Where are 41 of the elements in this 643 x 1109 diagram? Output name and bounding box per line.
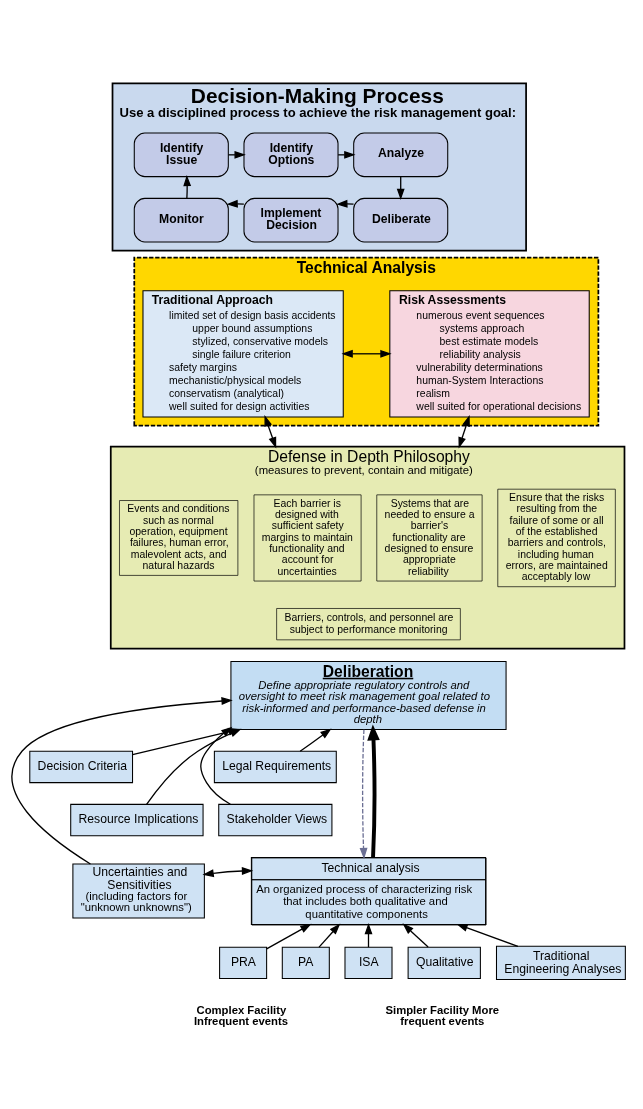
node-box: Events and conditions such as normal operation, equipment failures, human error, malevolent acts, and natural hazards <box>119 500 239 576</box>
node-box: Uncertainties and Sensitivities (including factors for "unknown unknowns") <box>72 863 205 919</box>
node-box: Stakeholder Views <box>218 803 333 837</box>
arrow <box>183 174 192 199</box>
arrow <box>226 199 245 208</box>
node-box: PA <box>281 946 330 980</box>
arrow <box>336 199 355 208</box>
node-box: Analyze <box>353 132 449 178</box>
node-box: Barriers, controls, and personnel are subject to performance monitoring <box>276 608 461 641</box>
arrow <box>202 867 254 878</box>
arrow <box>318 923 341 948</box>
node-box: Identify Options <box>243 132 339 178</box>
arrow <box>266 923 312 950</box>
node-box: PRA <box>219 946 268 980</box>
node-box: Traditional Approach limited set of design basis accidents upper bound assumptions stylized, conservative models single failure criterion safety margins mechanistic/physical models conservatism (analytical) well suited for design activities <box>142 290 344 418</box>
arrow <box>367 724 380 858</box>
node-box: Decision Criteria <box>29 750 134 784</box>
arrow <box>456 923 519 947</box>
node-box: Monitor <box>133 197 229 243</box>
arrow <box>341 349 392 358</box>
label: Simpler Facility More frequent events <box>385 1003 500 1028</box>
node-box: Qualitative <box>407 946 481 980</box>
arrow <box>200 726 233 805</box>
node-box: Each barrier is designed with sufficient safety margins to maintain functionality and account for uncertainties <box>253 494 362 582</box>
label: Complex Facility Infrequent events <box>193 1003 289 1028</box>
arrow <box>264 415 277 449</box>
node-box: Implement Decision <box>243 197 339 243</box>
node-box: Identify Issue <box>133 132 229 178</box>
arrow <box>359 729 368 860</box>
node-box: Ensure that the risks resulting from the failure of some or all of the established barriers and controls, including human errors, are maintained acceptably low <box>497 488 616 588</box>
node-box: ISA <box>344 946 393 980</box>
arrow <box>11 697 233 865</box>
node-box: Traditional Engineering Analyses <box>495 945 626 980</box>
node-box: Legal Requirements <box>213 750 337 784</box>
node-box: Deliberation Define appropriate regulatory controls and oversight to meet risk management goal related to risk-informed and performance-based defense in depth <box>230 661 507 731</box>
node-box: Systems that are needed to ensure a barrier's functionality are designed to ensure appropriate reliability <box>376 494 483 582</box>
arrow <box>299 728 332 752</box>
node-box: Resource Implications <box>70 803 204 837</box>
arrow <box>402 923 429 948</box>
node-box: Deliberate <box>353 197 449 243</box>
node-box: Risk Assessments numerous event sequences systems approach best estimate models reliability analysis vulnerability determinations human-System Interactions realism well suited for operational decisions <box>389 290 590 418</box>
